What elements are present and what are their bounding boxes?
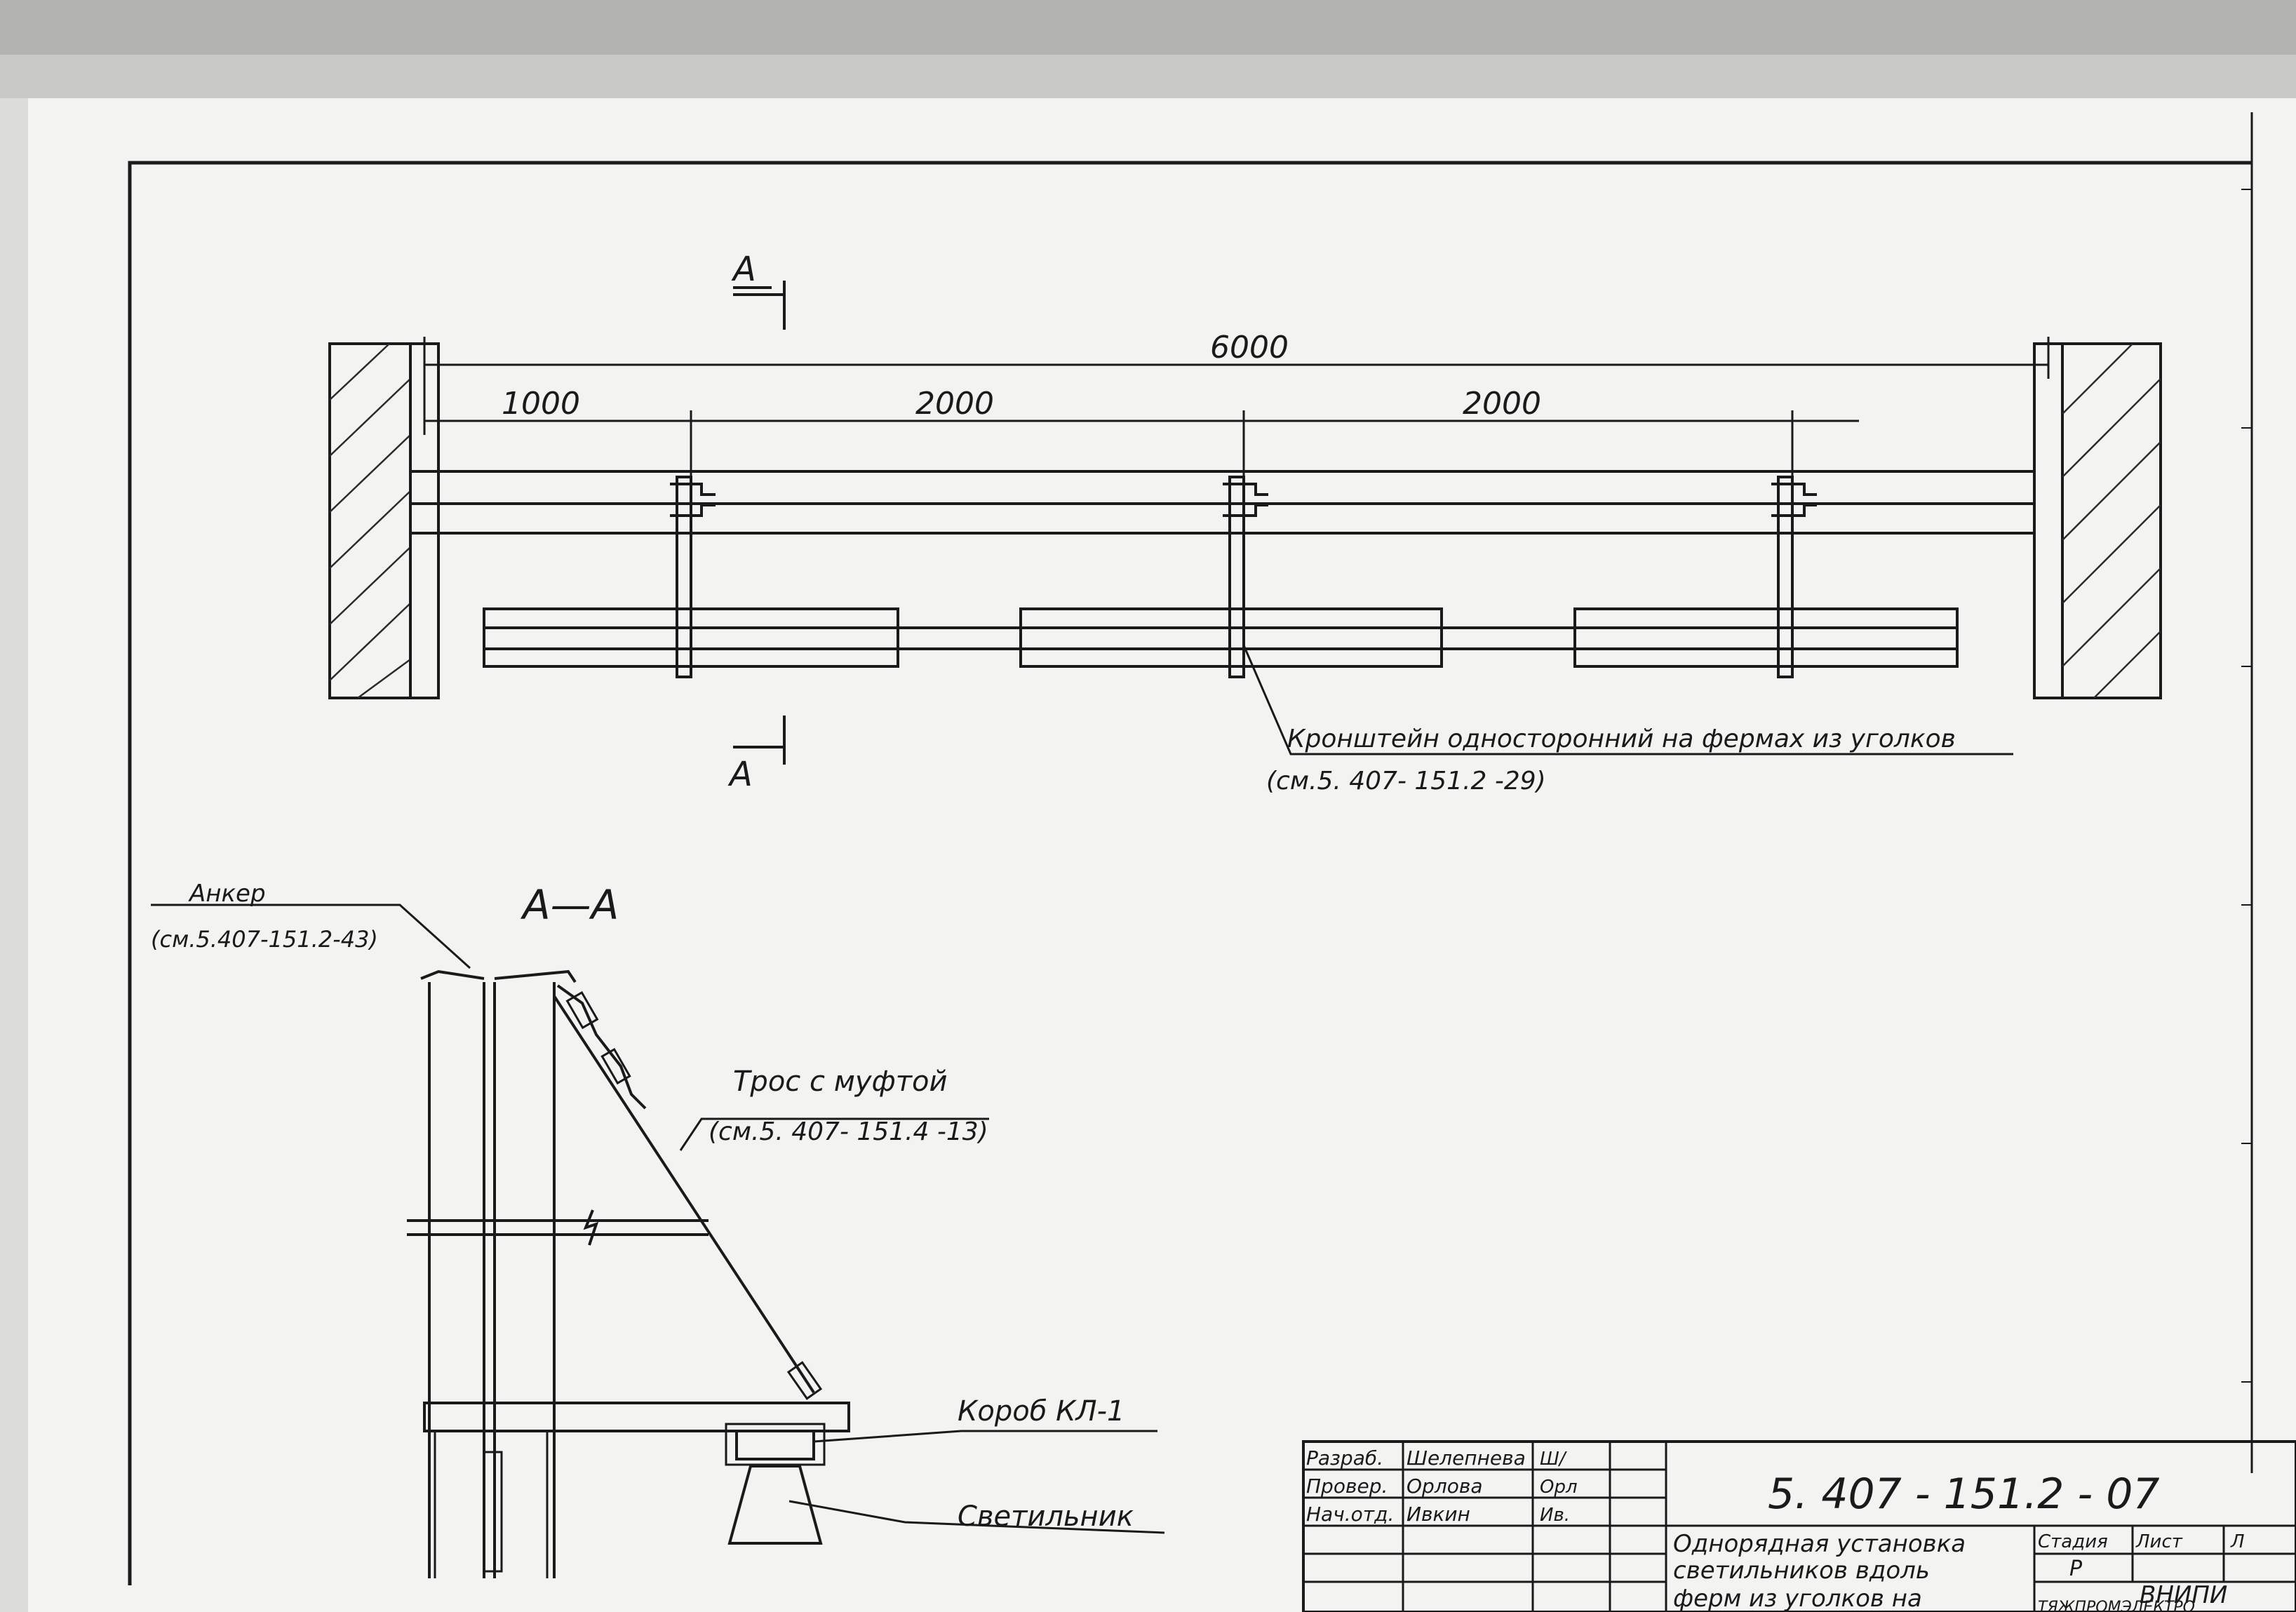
stage-header: Стадия (2038, 1531, 2108, 1552)
anchor-label: Анкер (188, 880, 266, 908)
dimension-total-label: 6000 (1210, 330, 1289, 365)
description-line-1: Однорядная установка (1673, 1530, 1966, 1558)
description-line-2: светильников вдоль (1673, 1557, 1930, 1585)
document-code: 5. 407 - 151.2 - 07 (1768, 1470, 2160, 1519)
section-title: A—A (520, 881, 619, 929)
column (420, 969, 577, 1578)
cable-reference: (см.5. 407- 151.4 -13) (709, 1117, 988, 1146)
cable-label: Трос с муфтой (733, 1066, 948, 1098)
bracket-label: Кронштейн односторонний на фермах из уго… (1287, 725, 1956, 753)
dimension-lines (423, 337, 2050, 477)
cross-member (407, 1209, 709, 1246)
box-leader (813, 1430, 1157, 1443)
section-arrow-bottom (733, 716, 786, 765)
stage-value: Р (2069, 1557, 2083, 1581)
row-3-role: Нач.отд. (1306, 1503, 1394, 1526)
dimension-1-label: 1000 (502, 386, 580, 422)
title-block: Разраб. Шелепнева Ш/ Провер. Орлова Орл … (1302, 1440, 2296, 1612)
dimension-2-label: 2000 (915, 386, 994, 422)
row-3-signature: Ив. (1540, 1505, 1570, 1526)
left-wall (328, 342, 440, 699)
bracket-3 (1771, 476, 1817, 678)
bracket-2 (1223, 476, 1268, 678)
scan-left-edge (0, 98, 28, 1612)
cable (553, 984, 989, 1400)
row-3-name: Ивкин (1407, 1503, 1470, 1526)
bracket-1 (670, 476, 716, 678)
luminaire-leader (788, 1500, 1165, 1534)
luminaire-3 (1573, 607, 1959, 668)
row-2-role: Провер. (1306, 1475, 1388, 1498)
bracket-leader (1242, 645, 2013, 755)
description-line-3: ферм из уголков на (1673, 1585, 1922, 1612)
truss-chords (410, 470, 2034, 535)
luminaire-section (727, 1465, 1165, 1545)
anchor-leader (151, 904, 471, 969)
column-base (434, 1431, 549, 1578)
row-2-signature: Орл (1540, 1477, 1578, 1498)
section-mark-top: A (731, 250, 756, 289)
bracket-arm (423, 1402, 850, 1432)
sheets-header: Л (2230, 1531, 2245, 1552)
sheet-header: Лист (2135, 1531, 2183, 1552)
luminaire-rows (483, 607, 1959, 668)
section-mark-bottom: A (727, 755, 753, 794)
row-1-role: Разраб. (1306, 1446, 1383, 1470)
section-arrow-top (733, 281, 786, 330)
section-view: A—A Анкер (см.5.407-151.2-43) Трос с муф… (151, 880, 1165, 1578)
organization-name: ВНИПИ (2140, 1581, 2227, 1609)
box-kl1 (725, 1423, 1157, 1466)
scan-top-dark (0, 0, 2296, 55)
anchor-reference: (см.5.407-151.2-43) (151, 926, 378, 953)
box-label: Короб КЛ-1 (958, 1395, 1124, 1428)
dimension-3-label: 2000 (1463, 386, 1541, 422)
organization-subname: ТЯЖПРОМЭЛЕКТРО (2038, 1599, 2195, 1612)
right-wall (2033, 342, 2162, 699)
row-1-name: Шелепнева (1407, 1446, 1526, 1470)
right-frame-marks (2241, 112, 2253, 1473)
plan-view: A A 6000 1000 2000 2000 Кронштейн одност… (328, 250, 2162, 795)
row-2-name: Орлова (1407, 1475, 1483, 1498)
bracket-reference: (см.5. 407- 151.2 -29) (1266, 767, 1546, 795)
luminaire-label: Светильник (958, 1500, 1134, 1533)
drawing-frame (128, 161, 2252, 1585)
cable-leader (679, 1117, 989, 1151)
row-1-signature: Ш/ (1540, 1449, 1568, 1470)
